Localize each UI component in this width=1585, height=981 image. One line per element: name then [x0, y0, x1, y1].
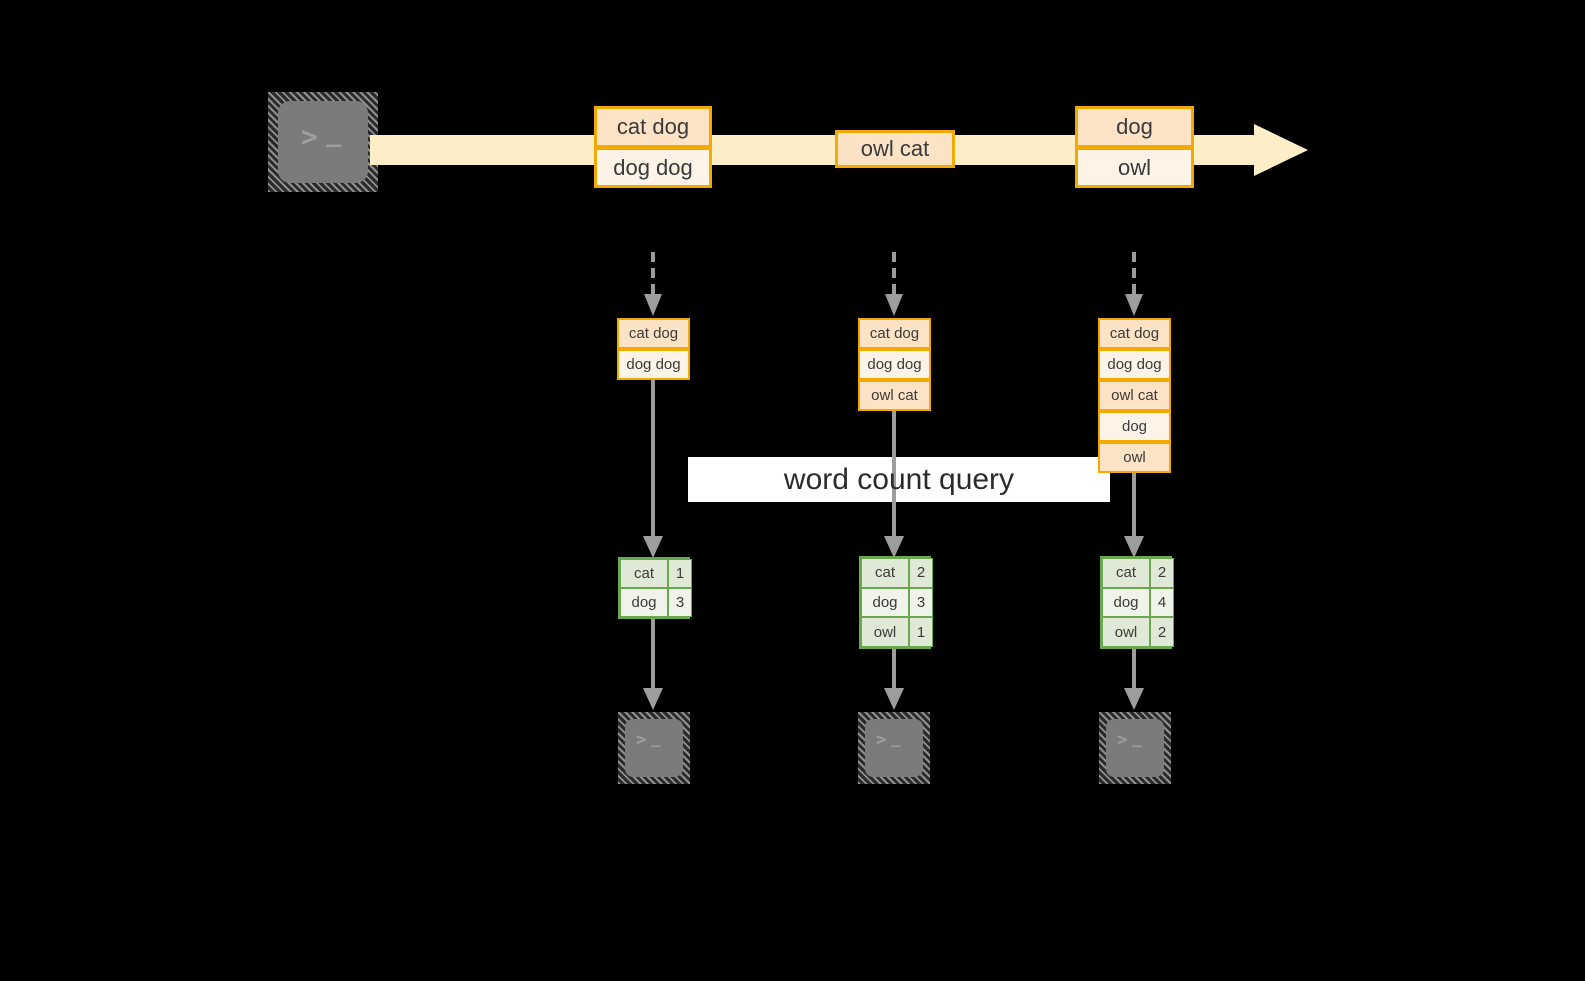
- table-row[interactable]: dog 3: [861, 587, 933, 618]
- solid-connector-sink-2: [881, 649, 907, 712]
- message-text: dog: [1116, 114, 1153, 139]
- terminal-body: [1106, 719, 1164, 777]
- snapshot-3-log-row-3[interactable]: owl cat: [1098, 380, 1171, 411]
- word-cell: owl: [861, 617, 909, 648]
- snapshot-3-log-row-5[interactable]: owl: [1098, 442, 1171, 473]
- table-row[interactable]: cat 2: [1102, 558, 1174, 588]
- count-cell: 4: [1150, 587, 1174, 618]
- solid-connector-sink-3: [1121, 649, 1147, 712]
- terminal-prompt-glyph: >: [1117, 730, 1129, 750]
- solid-connector-sink-1: [640, 619, 666, 712]
- terminal-prompt-glyph: >: [636, 730, 648, 750]
- count-cell: 2: [1150, 617, 1174, 648]
- count-cell: 3: [668, 588, 692, 617]
- terminal-cursor-glyph: _: [326, 118, 343, 148]
- dashed-connector-3: [1121, 252, 1147, 318]
- log-text: dog dog: [867, 356, 922, 373]
- solid-connector-3: [1121, 473, 1147, 560]
- snapshot-2-log-row-1[interactable]: cat dog: [858, 318, 931, 349]
- stream-message-2-line-1[interactable]: owl cat: [835, 130, 955, 168]
- sink-terminal-icon-2[interactable]: > _: [858, 712, 930, 784]
- stream-message-1-line-2[interactable]: dog dog: [594, 147, 712, 188]
- snapshot-2-log-row-2[interactable]: dog dog: [858, 349, 931, 380]
- count-cell: 3: [909, 587, 933, 618]
- table-row[interactable]: cat 1: [620, 559, 692, 588]
- count-cell: 2: [1150, 558, 1174, 588]
- table-row[interactable]: owl 2: [1102, 617, 1174, 648]
- log-text: dog dog: [626, 356, 681, 373]
- dashed-connector-1: [640, 252, 666, 318]
- terminal-cursor-glyph: _: [891, 728, 902, 747]
- log-text: cat dog: [869, 325, 920, 342]
- snapshot-1-log-row-2[interactable]: dog dog: [617, 349, 690, 380]
- count-cell: 1: [668, 559, 692, 588]
- message-text: dog dog: [613, 154, 693, 180]
- word-cell: dog: [620, 588, 668, 617]
- sink-terminal-icon-3[interactable]: > _: [1099, 712, 1171, 784]
- log-text: owl cat: [871, 387, 918, 404]
- snapshot-1-counts-table[interactable]: cat 1 dog 3: [618, 557, 692, 619]
- terminal-body: [865, 719, 923, 777]
- query-label-band: [688, 457, 1110, 502]
- log-text: dog: [1121, 418, 1148, 435]
- snapshot-3-log-row-1[interactable]: cat dog: [1098, 318, 1171, 349]
- table-row[interactable]: dog 3: [620, 588, 692, 617]
- snapshot-3-log-row-4[interactable]: dog: [1098, 411, 1171, 442]
- terminal-cursor-glyph: _: [651, 728, 662, 747]
- stream-message-3-line-1[interactable]: dog: [1075, 106, 1194, 148]
- count-cell: 2: [909, 558, 933, 588]
- snapshot-1-log-row-1[interactable]: cat dog: [617, 318, 690, 349]
- word-cell: dog: [861, 587, 909, 618]
- terminal-cursor-glyph: _: [1132, 728, 1143, 747]
- sink-terminal-icon-1[interactable]: > _: [618, 712, 690, 784]
- table-row[interactable]: owl 1: [861, 617, 933, 648]
- message-text: owl: [1117, 154, 1151, 180]
- query-label: word count query: [688, 457, 1110, 502]
- message-text: owl cat: [860, 136, 930, 161]
- word-cell: cat: [1102, 558, 1150, 588]
- word-cell: cat: [620, 559, 668, 588]
- log-text: dog dog: [1107, 356, 1162, 373]
- count-cell: 1: [909, 617, 933, 648]
- terminal-body: [625, 719, 683, 777]
- terminal-prompt-glyph: >: [876, 730, 888, 750]
- stream-message-1-line-1[interactable]: cat dog: [594, 106, 712, 148]
- source-terminal-icon[interactable]: > _: [268, 92, 378, 192]
- dashed-connector-2: [881, 252, 907, 318]
- terminal-prompt-glyph: >: [301, 120, 319, 153]
- solid-connector-1: [640, 380, 666, 560]
- stream-message-3-line-2[interactable]: owl: [1075, 147, 1194, 188]
- log-text: cat dog: [628, 325, 679, 342]
- log-text: cat dog: [1109, 325, 1160, 342]
- solid-connector-2: [881, 411, 907, 560]
- snapshot-2-log-row-3[interactable]: owl cat: [858, 380, 931, 411]
- log-text: owl cat: [1111, 387, 1158, 404]
- query-label-text: word count query: [783, 462, 1015, 496]
- snapshot-3-log-row-2[interactable]: dog dog: [1098, 349, 1171, 380]
- word-cell: dog: [1102, 587, 1150, 618]
- snapshot-3-counts-table[interactable]: cat 2 dog 4 owl 2: [1100, 556, 1174, 649]
- message-text: cat dog: [616, 114, 690, 139]
- terminal-body: [278, 101, 368, 183]
- snapshot-2-counts-table[interactable]: cat 2 dog 3 owl 1: [859, 556, 933, 649]
- log-text: owl: [1123, 449, 1146, 466]
- table-row[interactable]: cat 2: [861, 558, 933, 588]
- word-cell: cat: [861, 558, 909, 588]
- table-row[interactable]: dog 4: [1102, 587, 1174, 618]
- word-cell: owl: [1102, 617, 1150, 648]
